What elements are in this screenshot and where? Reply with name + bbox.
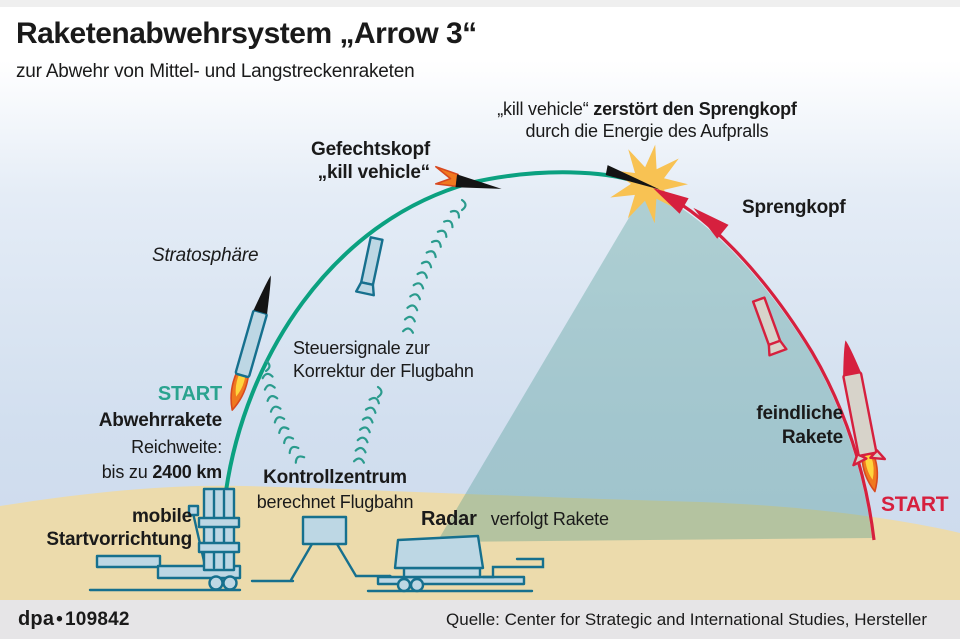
label-radar: Radar verfolgt Rakete [421, 507, 609, 531]
mobile-line2: Startvorrichtung [46, 528, 192, 550]
footer-bar: dpa•109842 Quelle: Center for Strategic … [0, 600, 960, 639]
berechnet-flugbahn: berechnet Flugbahn [256, 491, 414, 512]
label-mobile-launcher: mobile Startvorrichtung [46, 506, 192, 552]
graphic-id: 109842 [65, 608, 130, 630]
radar-vehicle-icon [366, 534, 545, 593]
feindliche-line1: feindliche [756, 403, 843, 424]
label-kill-explain: „kill vehicle“ zerstört den Sprengkopf d… [497, 99, 797, 143]
kill-explain-plain: „kill vehicle“ [497, 99, 589, 119]
kill-explain-bold: zerstört den Sprengkopf [588, 99, 797, 119]
enemy-booster-stage-icon [751, 296, 788, 357]
top-strip [0, 0, 960, 7]
kill-vehicle-impact-icon [605, 165, 660, 190]
bis-zu: bis zu [101, 461, 153, 482]
feindliche-line2: Rakete [781, 426, 843, 448]
interceptor-start: START [157, 383, 222, 405]
label-feindliche-rakete: feindliche Rakete [756, 402, 843, 450]
steuersignale-line1: Steuersignale zur [293, 338, 430, 358]
dpa-separator: • [56, 608, 64, 630]
mobile-launcher-icon [88, 487, 242, 592]
gefechtskopf-line1: Gefechtskopf [310, 139, 430, 160]
label-interceptor-start-block: START Abwehrrakete Reichweite: bis zu 24… [99, 380, 222, 485]
label-gefechtskopf: Gefechtskopf „kill vehicle“ [311, 138, 430, 184]
explosion-star-icon [610, 144, 688, 224]
label-enemy-start: START [881, 493, 949, 516]
enemy-trajectory [648, 185, 876, 541]
abwehrrakete: Abwehrrakete [98, 410, 222, 431]
steering-signal-waves [261, 198, 467, 464]
enemy-rocket-icon [842, 340, 887, 493]
dpa-credit: dpa•109842 [18, 608, 130, 631]
verfolgt-rakete: verfolgt Rakete [490, 509, 609, 529]
kontrollzentrum: Kontrollzentrum [263, 467, 407, 488]
label-steuersignale: Steuersignale zur Korrektur der Flugbahn [293, 337, 474, 382]
radar: Radar [421, 508, 477, 530]
kill-vehicle-icon [434, 165, 502, 189]
page-title: Raketenabwehrsystem „Arrow 3“ [16, 17, 477, 50]
label-kontrollzentrum: Kontrollzentrum berechnet Flugbahn [240, 466, 430, 514]
gefechtskopf-line2: „kill vehicle“ [317, 162, 431, 184]
interceptor-rocket-icon [230, 275, 271, 411]
warhead-impact-icon [652, 188, 689, 214]
label-stratosphaere: Stratosphäre [152, 245, 259, 266]
reichweite: Reichweite: [131, 436, 222, 457]
steuersignale-line2: Korrektur der Flugbahn [293, 360, 474, 381]
dpa-logo: dpa [18, 608, 55, 630]
page-subtitle: zur Abwehr von Mittel- und Langstreckenr… [16, 61, 415, 82]
mobile-line1: mobile [131, 506, 192, 527]
warhead-icon [693, 207, 729, 239]
radar-beam [437, 189, 872, 542]
kill-explain-line2: durch die Energie des Aufpralls [525, 120, 769, 141]
label-sprengkopf: Sprengkopf [742, 197, 846, 218]
interceptor-trajectory [224, 170, 646, 492]
source-credit: Quelle: Center for Strategic and Interna… [446, 609, 927, 629]
booster-stage-icon [354, 236, 384, 297]
range-value: 2400 km [152, 461, 222, 482]
